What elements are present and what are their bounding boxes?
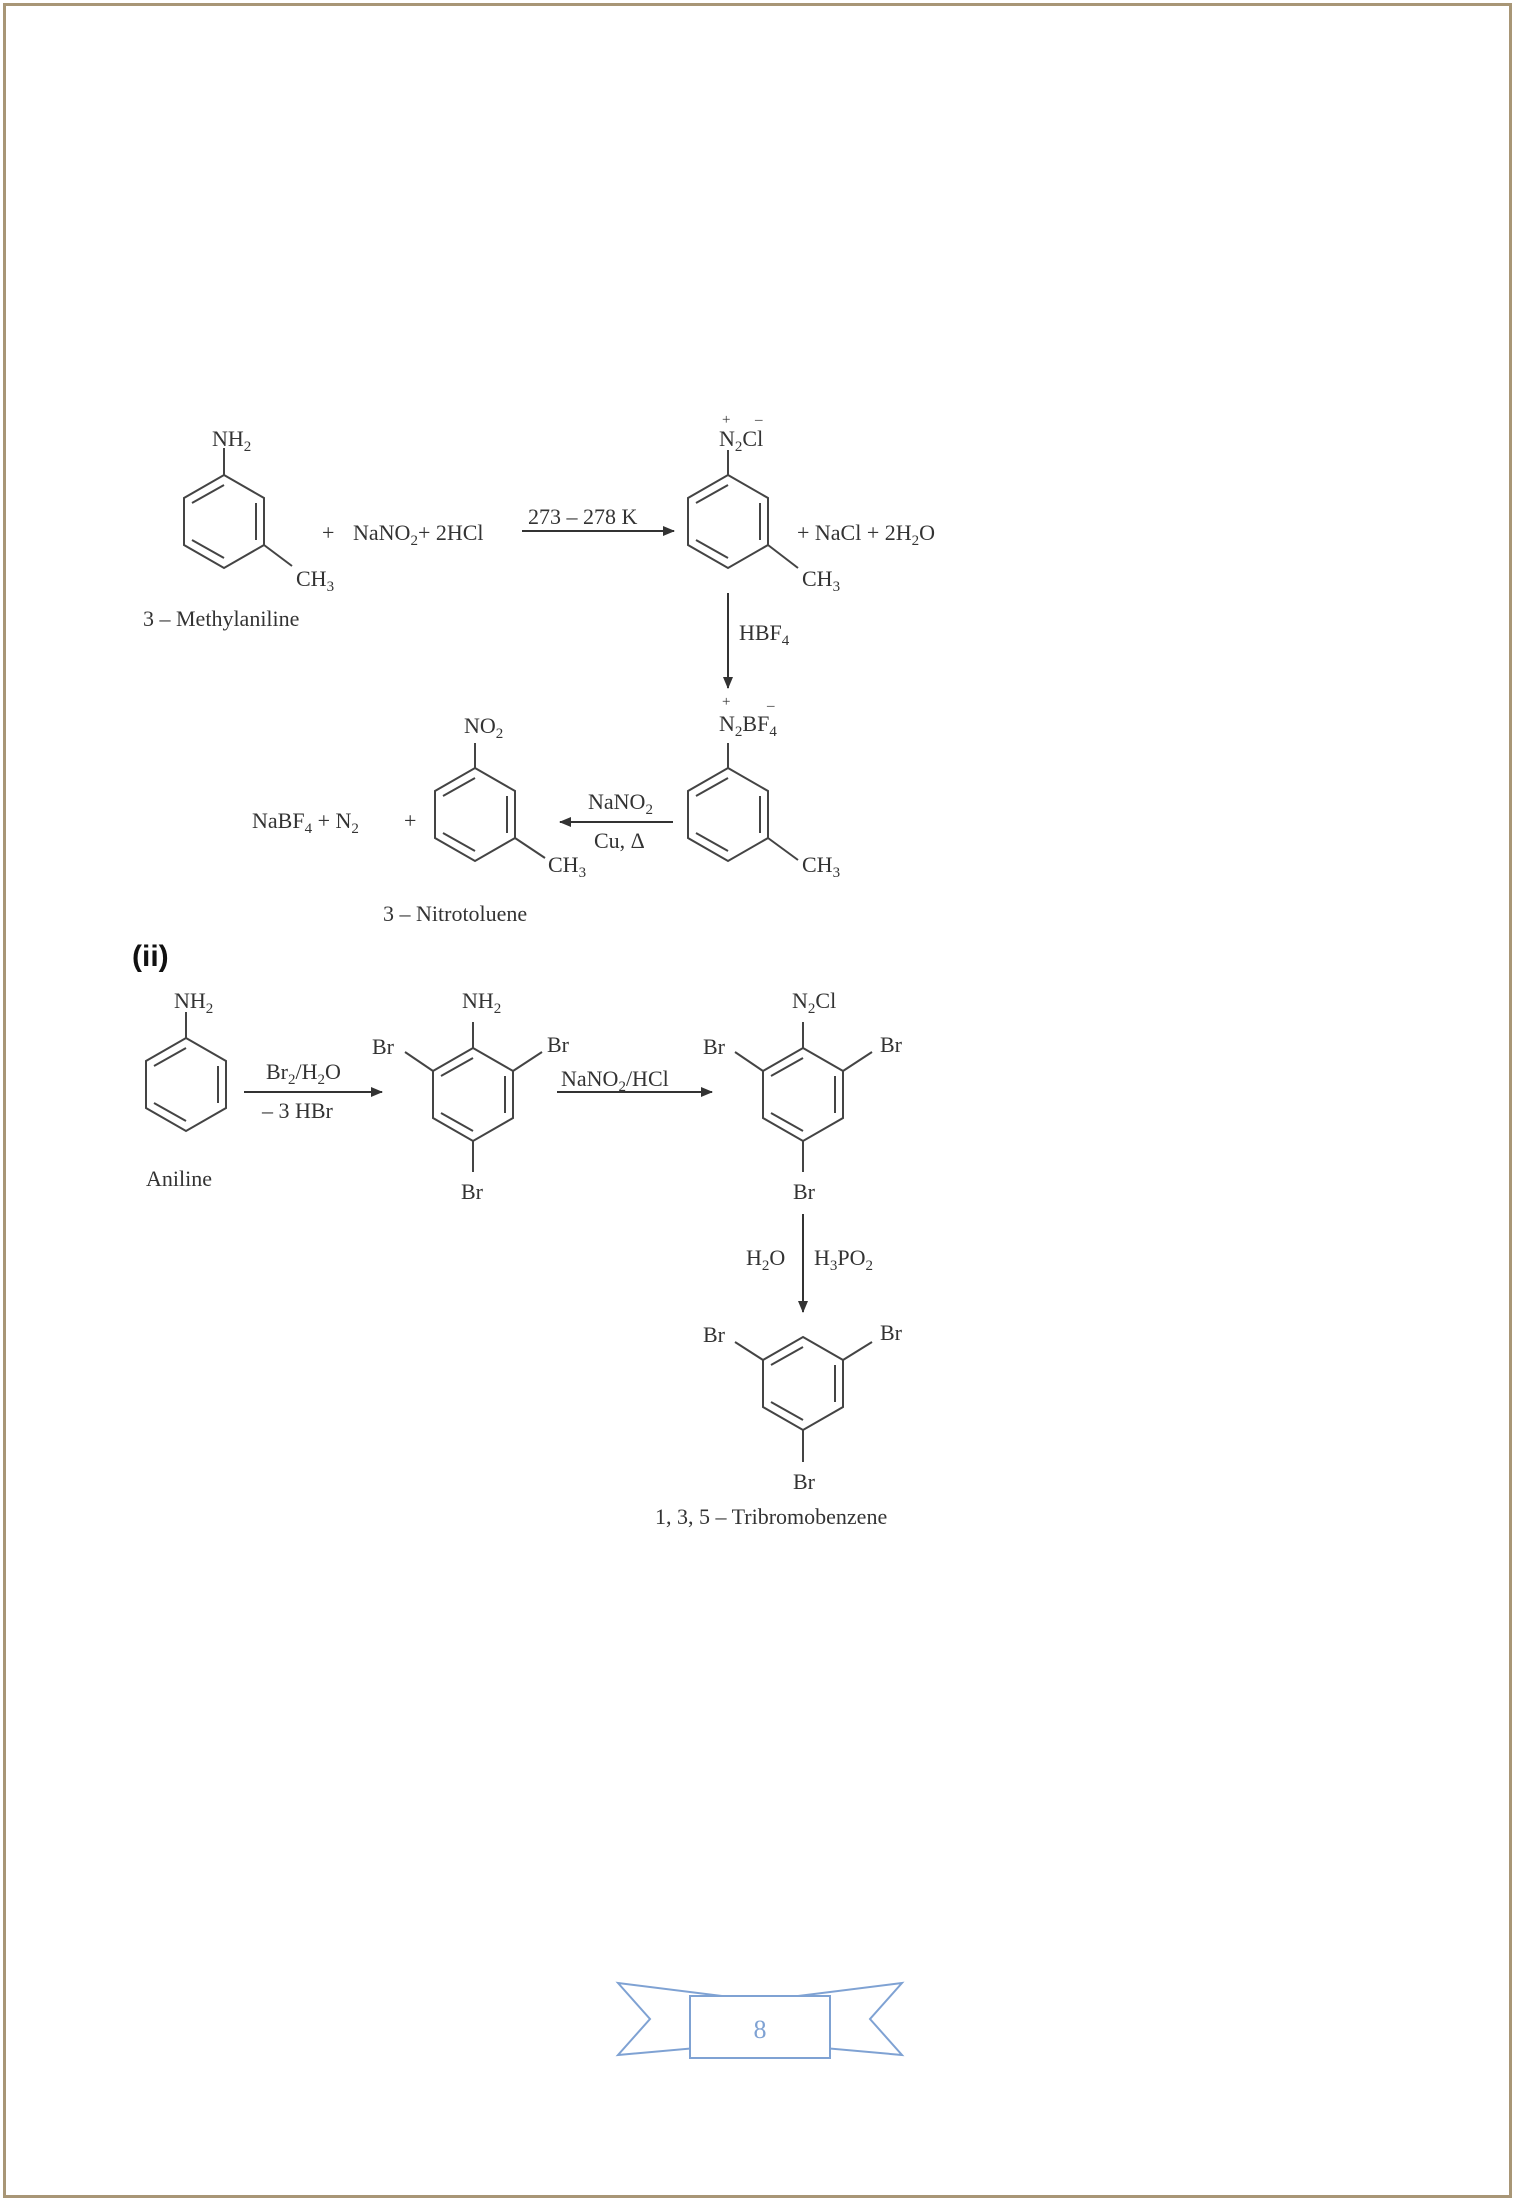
- br-right-2: Br: [880, 1032, 903, 1057]
- byproduct-nacl: + NaCl + 2H2O: [797, 520, 935, 549]
- ring-tribromobenzene: [734, 1335, 873, 1462]
- reagent-h3po2: H3PO2: [814, 1245, 873, 1274]
- ring-tribromo-diazonium: [734, 1022, 873, 1172]
- reactant-nh2: NH2: [212, 426, 251, 455]
- charge-plus: +: [722, 412, 730, 428]
- diazonium-n2cl: N2Cl: [792, 988, 836, 1017]
- plus-sign-2: +: [404, 808, 416, 833]
- reactant-ch3: CH3: [296, 566, 334, 595]
- br-bottom-1: Br: [461, 1179, 484, 1204]
- br-left-1: Br: [372, 1034, 395, 1059]
- reagent-nano2-hcl: NaNO2/HCl: [561, 1066, 669, 1095]
- diazonium-ch3: CH3: [802, 566, 840, 595]
- reactant-name: 3 – Methylaniline: [143, 606, 299, 631]
- reagent-cu: Cu, Δ: [594, 828, 645, 853]
- product-ch3: CH3: [548, 852, 586, 881]
- section-label: (ii): [132, 940, 169, 973]
- reagent-water: H2O: [746, 1245, 785, 1274]
- ring-tribromoaniline: [404, 1022, 543, 1172]
- page-number-ribbon: [615, 1981, 905, 2059]
- reagent-nano2-b: NaNO2: [588, 789, 653, 818]
- page-border: [3, 3, 1512, 2198]
- charge-minus: –: [754, 412, 763, 428]
- ring-diazonium: [687, 450, 799, 570]
- aniline-name: Aniline: [146, 1166, 212, 1191]
- br-left-3: Br: [703, 1322, 726, 1347]
- diazonium-group: N2Cl: [719, 426, 763, 455]
- side-products: NaBF4 + N2: [252, 808, 359, 837]
- br-left-2: Br: [703, 1034, 726, 1059]
- ring-fluoroborate: [687, 743, 799, 863]
- product-no2: NO2: [464, 713, 503, 742]
- br-bottom-3: Br: [793, 1469, 816, 1494]
- fluoroborate-ch3: CH3: [802, 852, 840, 881]
- byproduct-hbr: – 3 HBr: [261, 1098, 334, 1123]
- reagent-hbf4: HBF4: [739, 620, 790, 649]
- reagent-br2: Br2/H2O: [266, 1059, 341, 1088]
- aniline-nh2: NH2: [174, 988, 213, 1017]
- ring-nitrotoluene: [434, 743, 546, 863]
- condition-temperature: 273 – 278 K: [528, 504, 638, 529]
- plus-sign: +: [322, 520, 334, 545]
- page-number: 8: [754, 2015, 767, 2044]
- charge-minus-2: –: [766, 698, 775, 714]
- tribromoaniline-nh2: NH2: [462, 988, 501, 1017]
- fluoroborate-group: N2BF4: [719, 711, 777, 740]
- charge-plus-2: +: [722, 694, 730, 710]
- br-bottom-2: Br: [793, 1179, 816, 1204]
- br-right-1: Br: [547, 1032, 570, 1057]
- br-right-3: Br: [880, 1320, 903, 1345]
- reagent-nano2: NaNO2+ 2HCl: [353, 520, 484, 549]
- final-product-name: 1, 3, 5 – Tribromobenzene: [655, 1504, 887, 1529]
- ring-methylaniline: [183, 448, 293, 570]
- ring-aniline: [145, 1012, 227, 1133]
- product-name: 3 – Nitrotoluene: [383, 901, 527, 926]
